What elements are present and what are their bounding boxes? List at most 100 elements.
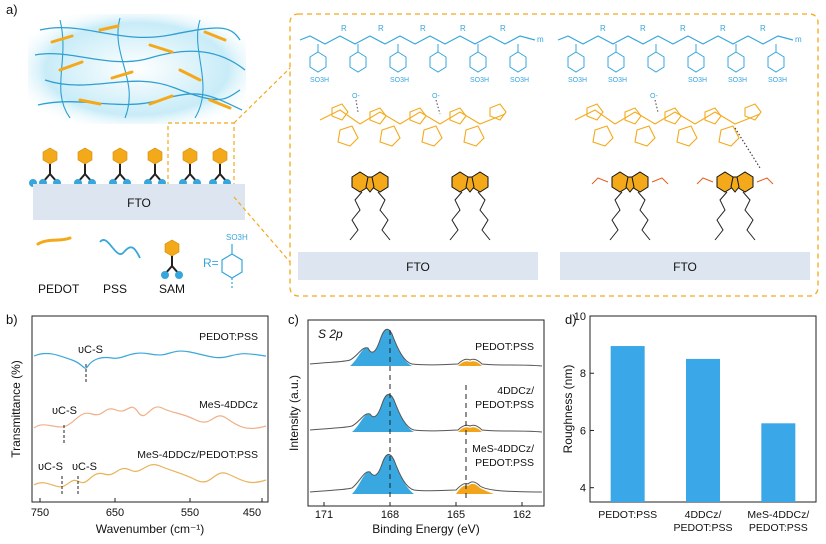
y-tick-label-d: 6 (580, 425, 586, 437)
svg-text:SO3H: SO3H (310, 77, 329, 84)
sam-row (29, 147, 232, 188)
legend-pedot: PEDOT (38, 282, 80, 296)
panel-a-label: a) (6, 2, 18, 17)
fto-label-left: FTO (406, 260, 430, 274)
trace-b-mes-pedot-pss (33, 464, 267, 488)
panel-b: b) Transmittance (%) Wavenumber (cm⁻¹) 7… (6, 312, 269, 536)
y-tick-label-d: 4 (580, 483, 586, 495)
category-label-d-2: MeS-4DDCz/ (747, 509, 809, 521)
trace-c-name-3a: MeS-4DDCz/ (472, 443, 534, 455)
category-label-d-0: PEDOT:PSS (598, 509, 657, 521)
y-tick-label-d: 10 (574, 311, 586, 323)
svg-text:SO3H: SO3H (688, 77, 707, 84)
trace-c-3 (309, 454, 543, 493)
panel-a: a) (6, 2, 819, 297)
y-axis-d: 4 6 8 10 (574, 311, 594, 495)
vcs-label-3: υC-S (38, 461, 63, 473)
legend-sam: SAM (159, 282, 185, 296)
legend-pss: PSS (103, 282, 127, 296)
fto-label-right: FTO (673, 260, 697, 274)
ylabel-b: Transmittance (%) (9, 360, 23, 458)
vcs-label-1: υC-S (78, 344, 103, 356)
tick-b-550: 550 (181, 507, 199, 519)
tick-c-168: 168 (381, 509, 399, 521)
trace-c-name-2b: PEDOT:PSS (475, 399, 534, 411)
tick-b-450: 450 (243, 507, 261, 519)
svg-text:SO3H: SO3H (768, 77, 787, 84)
trace-c-name-1: PEDOT:PSS (475, 341, 534, 353)
polymer-network (34, 17, 246, 119)
svg-text:SO3H: SO3H (510, 77, 529, 84)
r-group-prefix: R= (203, 256, 219, 270)
plot-frame-b (31, 315, 269, 503)
ylabel-c: Intensity (a.u.) (287, 375, 301, 451)
xlabel-b: Wavenumber (cm⁻¹) (96, 522, 205, 536)
vcs-label-2: υC-S (52, 405, 77, 417)
y-tick-label-d: 8 (580, 368, 586, 380)
svg-text:R: R (378, 24, 384, 33)
zoom-frame (289, 13, 819, 297)
bar-d-2 (761, 423, 796, 502)
svg-text:R: R (640, 24, 646, 33)
svg-text:R: R (341, 24, 347, 33)
svg-text:SO3H: SO3H (568, 77, 587, 84)
xlabel-c: Binding Energy (eV) (372, 522, 479, 536)
ylabel-d: Roughness (nm) (561, 365, 575, 454)
ticks-c: 171 168 165 162 (315, 502, 531, 521)
svg-text:R: R (680, 24, 686, 33)
trace-c-2 (309, 394, 543, 433)
fto-substrate (33, 184, 245, 220)
trace-c-1 (309, 328, 543, 367)
trace-b-pedot-pss (33, 350, 267, 369)
svg-text:SO3H: SO3H (608, 77, 627, 84)
zoom-panel-left: m R R R R R SO3H SO3H SO3H SO3H O- O- (298, 24, 544, 280)
svg-text:R: R (600, 24, 606, 33)
bars-d (610, 346, 796, 502)
fill-c-1-orange (458, 361, 482, 366)
svg-text:R: R (420, 24, 426, 33)
panel-c: c) S 2p Intensity (a.u.) Binding Energy … (287, 312, 545, 536)
r-group-formula: SO3H (226, 233, 248, 242)
fto-label: FTO (127, 196, 151, 210)
legend-a: PEDOT PSS SAM R= SO3H (36, 233, 248, 296)
trace-b-name-1: PEDOT:PSS (199, 331, 258, 343)
vcs-label-4: υC-S (72, 461, 97, 473)
tick-c-165: 165 (447, 509, 465, 521)
trace-b-mes-4ddcz (33, 406, 267, 430)
tick-c-171: 171 (315, 509, 333, 521)
trace-b-name-2: MeS-4DDCz (199, 399, 258, 411)
annotations-b: υC-S υC-S υC-S υC-S (38, 344, 103, 496)
fill-c-1-blue (350, 329, 412, 366)
zoom-panel-right: m R R R R R SO3H SO3H SO3H SO3H SO3H O- (557, 24, 810, 280)
repeat-m-left: m (537, 35, 544, 44)
svg-text:SO3H: SO3H (470, 77, 489, 84)
panel-d-label: d) (565, 312, 577, 327)
panel-b-label: b) (6, 312, 18, 327)
svg-text:SO3H: SO3H (390, 77, 409, 84)
fill-c-2-orange (458, 427, 482, 432)
fto-substrate-left (298, 252, 538, 280)
tick-c-162: 162 (513, 509, 531, 521)
svg-text:R: R (500, 24, 506, 33)
category-label-d-1: 4DDCz/ (685, 509, 722, 521)
title-c: S 2p (318, 327, 343, 341)
fill-c-3-blue (352, 454, 414, 494)
svg-text:O-: O- (352, 93, 360, 100)
svg-text:R: R (760, 24, 766, 33)
panel-c-label: c) (288, 312, 299, 327)
bar-d-0 (610, 346, 645, 502)
repeat-m-right: m (795, 35, 802, 44)
tick-b-750: 750 (31, 507, 49, 519)
category-label-d-1: PEDOT:PSS (674, 522, 733, 534)
fto-substrate-right (560, 252, 810, 280)
ticks-b: 750 650 550 450 (31, 498, 263, 519)
svg-text:O-: O- (432, 93, 440, 100)
trace-b-name-3: MeS-4DDCz/PEDOT:PSS (137, 449, 258, 461)
svg-text:R: R (460, 24, 466, 33)
bar-d-1 (686, 358, 720, 502)
trace-c-name-2a: 4DDCz/ (497, 385, 534, 397)
trace-c-name-3b: PEDOT:PSS (475, 457, 534, 469)
fill-c-2-blue (352, 394, 414, 432)
